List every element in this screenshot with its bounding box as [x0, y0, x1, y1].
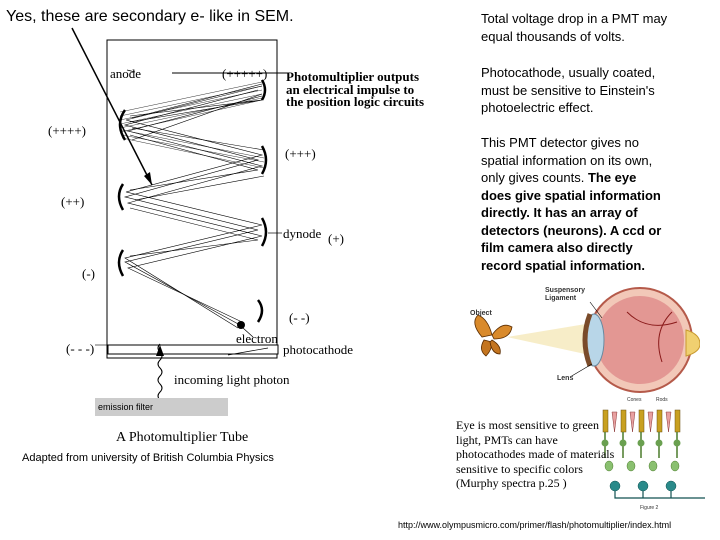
dynode-label: dynode: [283, 226, 322, 241]
retina-illustration: [595, 398, 710, 510]
tube-outline: [106, 39, 278, 359]
text-line: This PMT detector gives no: [481, 135, 639, 150]
voltage-paragraph: Total voltage drop in a PMT may equal th…: [481, 10, 667, 45]
photocathode-bar: [107, 344, 279, 355]
bold-text: record spatial information.: [481, 257, 645, 273]
anode-label: anode: [110, 66, 142, 81]
spatial-info-paragraph: This PMT detector gives no spatial infor…: [481, 134, 661, 274]
photoreceptor-cells: [601, 409, 705, 499]
eye-caption: Eye is most sensitive to green light, PM…: [456, 418, 616, 491]
bold-text: The eye: [587, 170, 637, 185]
photocathode-label: photocathode: [283, 342, 354, 357]
cones-label: Cones: [627, 397, 642, 403]
bold-text: does give spatial information: [481, 187, 661, 203]
pmt-output-label: Photomultiplier outputs an electrical im…: [286, 69, 425, 109]
charge-label: (- -): [289, 310, 310, 325]
text-line: (Murphy spectra p.25 ): [456, 476, 567, 490]
bold-text: film camera also directly: [481, 240, 633, 255]
title-arrow: [71, 27, 153, 186]
photocathode-paragraph: Photocathode, usually coated, must be se…: [481, 64, 655, 117]
text-line: Ligament: [545, 295, 577, 302]
charge-label: (+++): [285, 146, 316, 161]
charge-label: (++++): [48, 123, 86, 138]
text-line: sensitive to specific colors: [456, 461, 583, 476]
electron-label: electron: [236, 331, 278, 346]
text-line: spatial information on its own,: [481, 152, 653, 168]
bold-text: directly. It has an array of: [481, 205, 638, 220]
text-line: photocathodes made of materials: [456, 447, 615, 461]
charge-label: (+): [328, 231, 344, 246]
charge-label: (++): [61, 194, 85, 209]
photomultiplier-diagram: [71, 27, 288, 401]
text-line: Total voltage drop in a PMT may: [481, 11, 668, 26]
bold-text: detectors (neurons). A ccd or: [481, 222, 662, 238]
diagram-caption: A Photomultiplier Tube: [116, 430, 249, 445]
charge-label: (- - -): [66, 341, 95, 356]
lens-label: Lens: [557, 375, 574, 382]
text-line: light, PMTs can have: [456, 432, 558, 447]
incoming-light-label: incoming light photon: [174, 372, 290, 387]
source-url: http://www.olympusmicro.com/primer/flash…: [398, 520, 672, 530]
rods-label: Rods: [656, 397, 668, 403]
text-line: Photomultiplier outputs: [286, 69, 420, 84]
credit-text: Adapted from university of British Colum…: [22, 452, 274, 464]
text-line: photoelectric effect.: [481, 100, 594, 115]
dynodes: [117, 79, 268, 323]
text-line: the position logic circuits: [286, 94, 425, 109]
electron-dot: [237, 321, 245, 329]
eye-illustration: [474, 287, 700, 393]
text-line: Eye is most sensitive to green: [456, 418, 599, 432]
text-line: must be sensitive to Einstein's: [481, 82, 655, 98]
slide-title: Yes, these are secondary e- like in SEM.: [6, 8, 294, 25]
text-line: an electrical impulse to: [286, 81, 415, 97]
suspensory-ligament-label: Suspensory Ligament: [545, 287, 585, 303]
text-line: Photocathode, usually coated,: [481, 65, 656, 80]
emission-filter-label: emission filter: [95, 398, 228, 416]
butterfly-object: [474, 314, 513, 357]
charge-label: (+++++): [222, 66, 268, 81]
text-line: Suspensory: [545, 287, 586, 294]
charge-label: (-): [82, 266, 95, 281]
figure-label: Figure 2: [640, 505, 659, 511]
object-label: Object: [470, 310, 492, 317]
optic-nerve: [685, 329, 700, 357]
text-line: only gives counts.: [481, 170, 588, 185]
text-line: equal thousands of volts.: [481, 28, 625, 44]
electron-cascade: [123, 83, 265, 329]
